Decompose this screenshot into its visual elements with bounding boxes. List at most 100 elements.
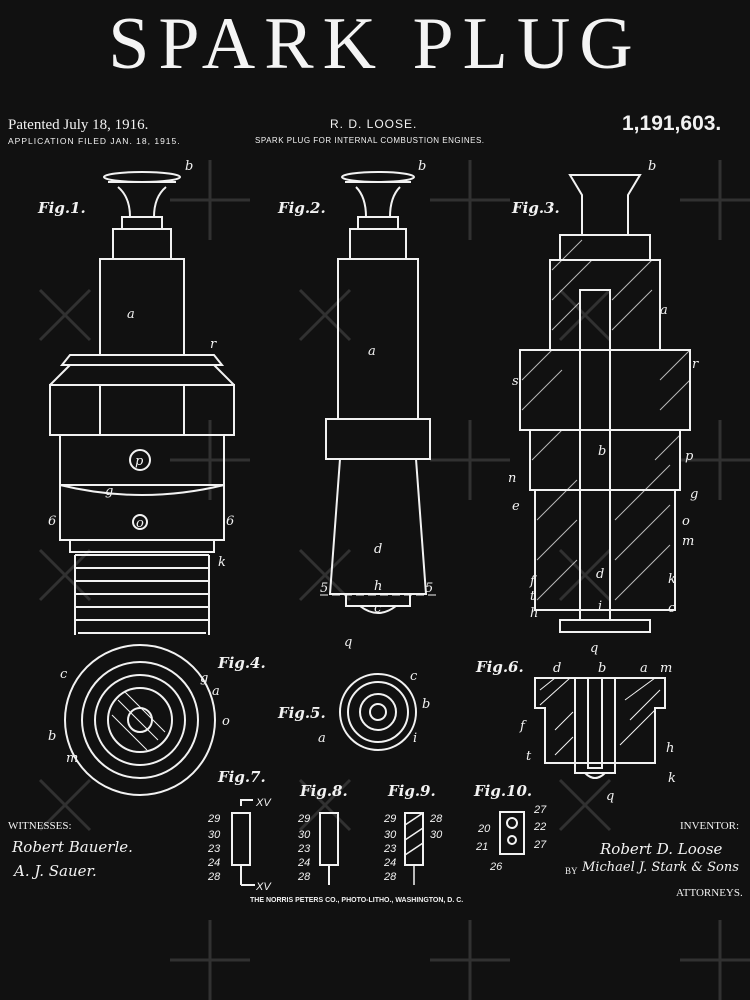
reference-label: f [529,574,537,589]
patent-number: 1,191,603. [622,112,722,135]
application-date: APPLICATION FILED JAN. 18, 1915. [8,136,181,146]
patent-date: Patented July 18, 1916. [8,117,149,133]
fig6-tip-section [534,677,666,779]
reference-label: XV [255,797,272,809]
reference-label: 5 [320,581,328,596]
page-title: SPARK PLUG [108,3,642,85]
reference-label: XV [255,881,272,893]
fig5-cross-section [339,673,417,751]
reference-label: r [210,337,217,352]
reference-label: 23 [207,843,221,855]
fig10-label: Fig.10. [473,782,532,800]
reference-label: 30 [208,829,221,841]
reference-label: c [668,601,676,616]
reference-label: a [640,661,648,676]
reference-label: p [135,454,144,469]
reference-label: 6 [48,514,56,529]
reference-label: q [606,789,614,804]
reference-label: 27 [533,804,547,816]
fig4-cross-section [64,644,216,796]
reference-label: 28 [383,871,397,883]
attorneys-label: ATTORNEYS. [676,887,743,899]
reference-label: 24 [207,857,220,869]
reference-label: 28 [207,871,221,883]
fig3-label: Fig.3. [511,199,560,217]
fig6-label: Fig.6. [475,658,524,676]
reference-label: b [418,159,426,174]
reference-label: q [344,635,352,650]
fig8-label: Fig.8. [299,782,348,800]
reference-label: i [413,731,417,746]
reference-label: 29 [383,813,396,825]
reference-label: 23 [383,843,397,855]
reference-label: t [530,589,536,604]
reference-label: h [374,579,382,594]
patent-subtitle: SPARK PLUG FOR INTERNAL COMBUSTION ENGIN… [255,136,485,145]
reference-label: g [105,484,113,499]
inventor-name: R. D. LOOSE. [330,117,418,131]
reference-label: 29 [297,813,310,825]
reference-label: 27 [533,839,547,851]
fig2-label: Fig.2. [277,199,326,217]
reference-label: k [668,572,676,587]
reference-label: 6 [226,514,234,529]
by-label: BY [565,866,578,876]
inventor-label: INVENTOR: [680,820,740,832]
reference-label: 30 [384,829,397,841]
reference-label: 29 [207,813,220,825]
reference-label: r [692,357,699,372]
fig5-label: Fig.5. [277,704,326,722]
reference-label: m [660,661,672,676]
reference-label: o [222,714,230,729]
reference-label: h [530,606,538,621]
watermark-pattern [38,160,750,1000]
reference-letters: b a r p g o 6 6 k b a d 5 5 h c q b a r … [48,159,699,893]
reference-label: b [648,159,656,174]
reference-label: d [553,661,561,676]
reference-label: g [690,487,698,502]
reference-label: 24 [297,857,310,869]
reference-label: a [127,307,135,322]
fig10-detail [499,811,525,855]
reference-label: s [512,374,519,389]
reference-label: m [66,751,78,766]
reference-label: 30 [298,829,311,841]
reference-label: b [422,697,430,712]
reference-label: a [368,344,376,359]
reference-label: 28 [297,871,311,883]
reference-label: b [48,729,56,744]
reference-label: f [519,719,527,734]
witnesses-label: WITNESSES: [8,820,72,832]
attorney-signature: Michael J. Stark & Sons [582,860,739,875]
fig2-spark-plug-side [320,171,440,614]
reference-label: b [185,159,193,174]
reference-label: p [685,449,694,464]
fig8-detail [319,812,339,885]
reference-label: o [682,514,690,529]
fig4-label: Fig.4. [217,654,266,672]
reference-label: g [200,671,208,686]
fig7-label: Fig.7. [217,768,266,786]
reference-label: 28 [429,813,443,825]
reference-label: a [212,684,220,699]
fig9-detail [404,812,424,885]
reference-label: i [598,599,602,614]
witness-signature-1: Robert Bauerle. [12,838,133,856]
reference-label: h [666,741,674,756]
reference-label: b [598,661,606,676]
fig7-detail [231,799,255,886]
reference-label: b [598,444,606,459]
inventor-signature: Robert D. Loose [600,840,723,858]
fig1-label: Fig.1. [37,199,86,217]
reference-label: k [218,555,226,570]
fig3-spark-plug-section [519,174,691,633]
reference-label: d [374,542,382,557]
fig9-label: Fig.9. [387,782,436,800]
reference-label: o [136,516,144,531]
reference-label: c [374,601,382,616]
reference-label: 26 [489,861,503,873]
reference-label: a [318,731,326,746]
reference-label: d [596,567,604,582]
reference-label: 20 [477,823,491,835]
